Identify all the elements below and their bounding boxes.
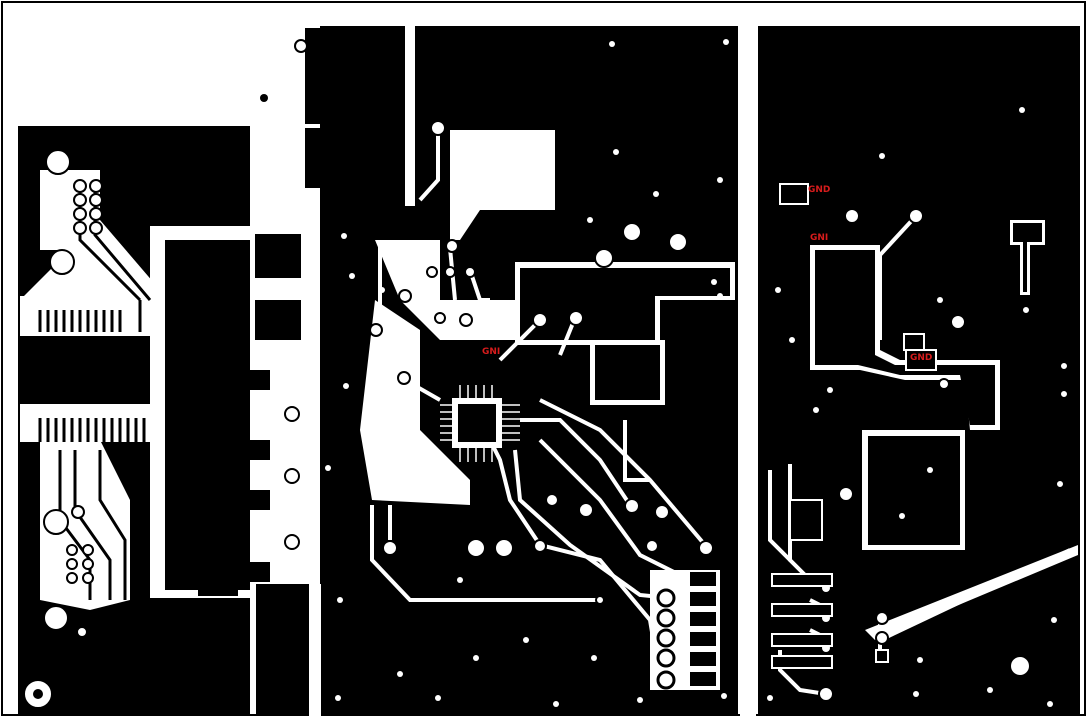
center-bottom-connector <box>650 570 720 690</box>
microcontroller-ic <box>440 385 520 462</box>
center-vias <box>369 120 714 605</box>
left-trace-group <box>38 190 152 600</box>
top-via-small <box>260 94 268 102</box>
right-component-pads <box>771 183 937 669</box>
silk-label-gnd-upper-right: GND <box>808 185 830 195</box>
regulator-column <box>198 234 301 596</box>
column-strip <box>256 584 309 714</box>
silk-label-gni-center: GNI <box>482 347 500 357</box>
silk-label-gnd-right-middle: GND <box>910 353 932 363</box>
right-small-vias <box>767 107 1057 707</box>
silk-label-gni-upper-right: GNI <box>810 233 828 243</box>
left-mount-hole <box>33 689 43 699</box>
pour-gap-left <box>309 584 321 716</box>
left-vias <box>23 149 103 709</box>
pour-gap <box>740 26 756 716</box>
center-small-vias <box>325 39 729 707</box>
